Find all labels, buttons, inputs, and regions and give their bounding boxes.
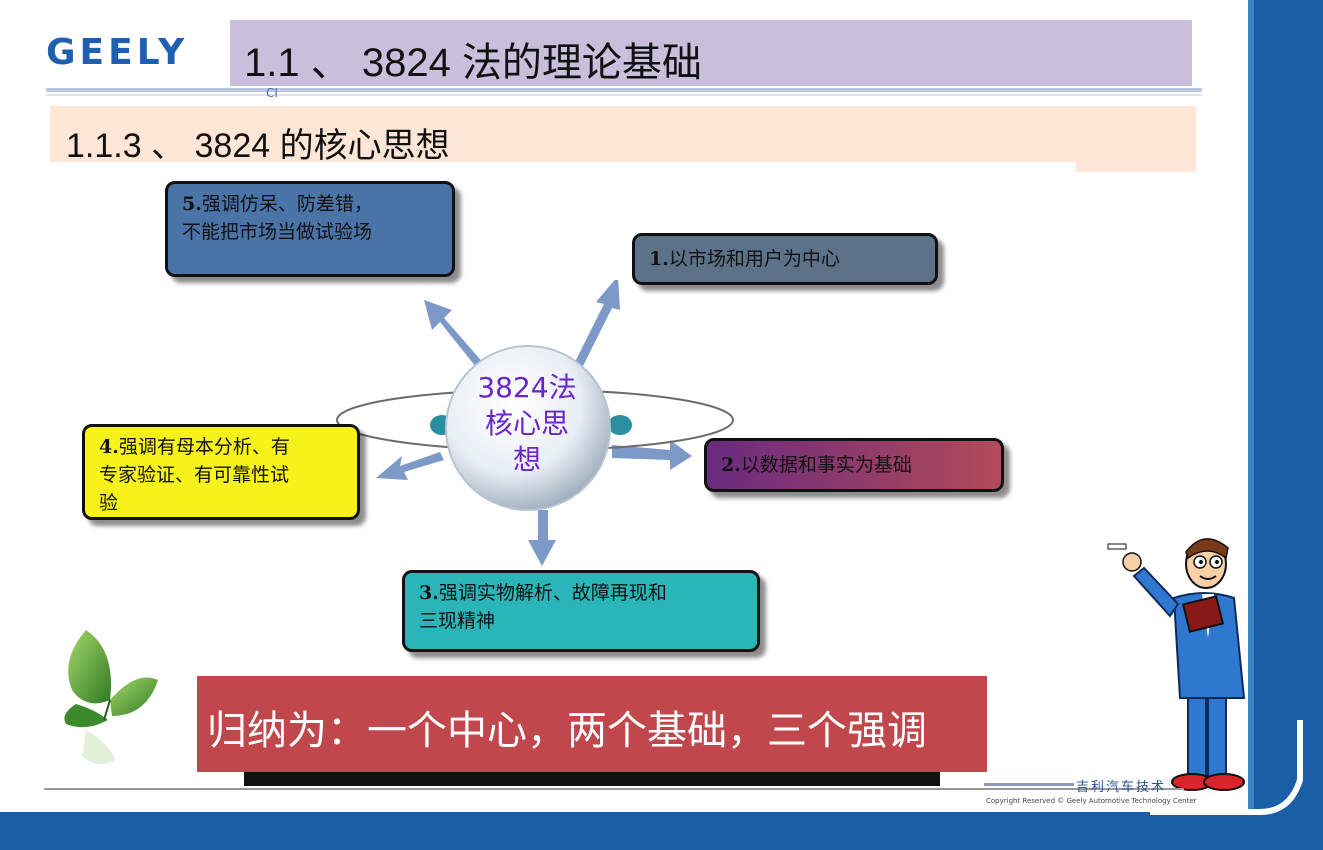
geely-logo: GEELY xyxy=(46,32,189,73)
arrow-to-box3 xyxy=(528,510,556,566)
box2-line1: 以数据和事实为基础 xyxy=(740,454,912,476)
footer-dots xyxy=(984,783,1074,786)
box3-number: 3. xyxy=(419,582,439,604)
box3-line1: 强调实物解析、故障再现和 xyxy=(438,582,667,604)
arrow-to-box4 xyxy=(376,452,444,480)
principle-box-3: 3.强调实物解析、故障再现和 三现精神 xyxy=(402,570,760,652)
footer-line xyxy=(44,788,1184,790)
center-hub-label: 3824法 核心思 想 xyxy=(452,370,602,478)
frame-corner-curve xyxy=(1150,720,1323,840)
box5-number: 5. xyxy=(182,193,202,215)
title-underline-secondary xyxy=(46,94,1202,96)
frame-bottom-band xyxy=(0,812,1323,850)
box4-line2: 专家验证、有可靠性试 xyxy=(99,464,290,486)
summary-text: 归纳为：一个中心，两个基础，三个强调 xyxy=(207,708,927,754)
center-hub-graphic xyxy=(336,280,734,566)
arrow-to-box2 xyxy=(612,440,692,470)
footer-copyright: Copyright Reserved © Geely Automotive Te… xyxy=(986,797,1197,805)
footer-company: 吉利汽车技术 xyxy=(1076,780,1167,795)
center-line-2: 核心思 xyxy=(484,407,569,440)
slide-subtitle: 1.1.3 、 3824 的核心思想 xyxy=(66,127,450,165)
box4-number: 4. xyxy=(99,436,119,458)
box4-line3: 验 xyxy=(99,492,119,514)
box3-line2: 三现精神 xyxy=(419,610,496,632)
title-bar xyxy=(230,20,1192,86)
principle-box-2: 2.以数据和事实为基础 xyxy=(704,438,1004,492)
arrow-to-box1 xyxy=(574,280,620,368)
principle-box-1: 1.以市场和用户为中心 xyxy=(632,233,938,285)
box2-number: 2. xyxy=(721,454,741,476)
leaf-icon xyxy=(64,630,158,765)
box5-line2: 不能把市场当做试验场 xyxy=(182,221,373,243)
slide-title: 1.1 、 3824 法的理论基础 xyxy=(244,41,702,85)
principle-box-5: 5.强调仿呆、防差错， 不能把市场当做试验场 xyxy=(165,181,455,277)
frame-right-band xyxy=(1254,0,1323,850)
principle-box-4: 4.强调有母本分析、有 专家验证、有可靠性试 验 xyxy=(82,424,360,520)
box1-line1: 以市场和用户为中心 xyxy=(668,248,840,270)
arrow-to-box5 xyxy=(424,300,486,372)
center-line-1: 3824法 xyxy=(477,371,577,404)
box4-line1: 强调有母本分析、有 xyxy=(118,436,290,458)
title-underline xyxy=(46,88,1202,92)
subtitle-bar-tail xyxy=(1076,160,1196,172)
box1-number: 1. xyxy=(649,248,669,270)
subtitle-bar xyxy=(50,106,1196,162)
center-line-3: 想 xyxy=(512,443,541,476)
teacher-cartoon-icon xyxy=(1107,538,1246,791)
box5-line1: 强调仿呆、防差错， xyxy=(201,193,373,215)
title-mark: CI xyxy=(266,86,278,100)
summary-banner xyxy=(197,676,987,772)
